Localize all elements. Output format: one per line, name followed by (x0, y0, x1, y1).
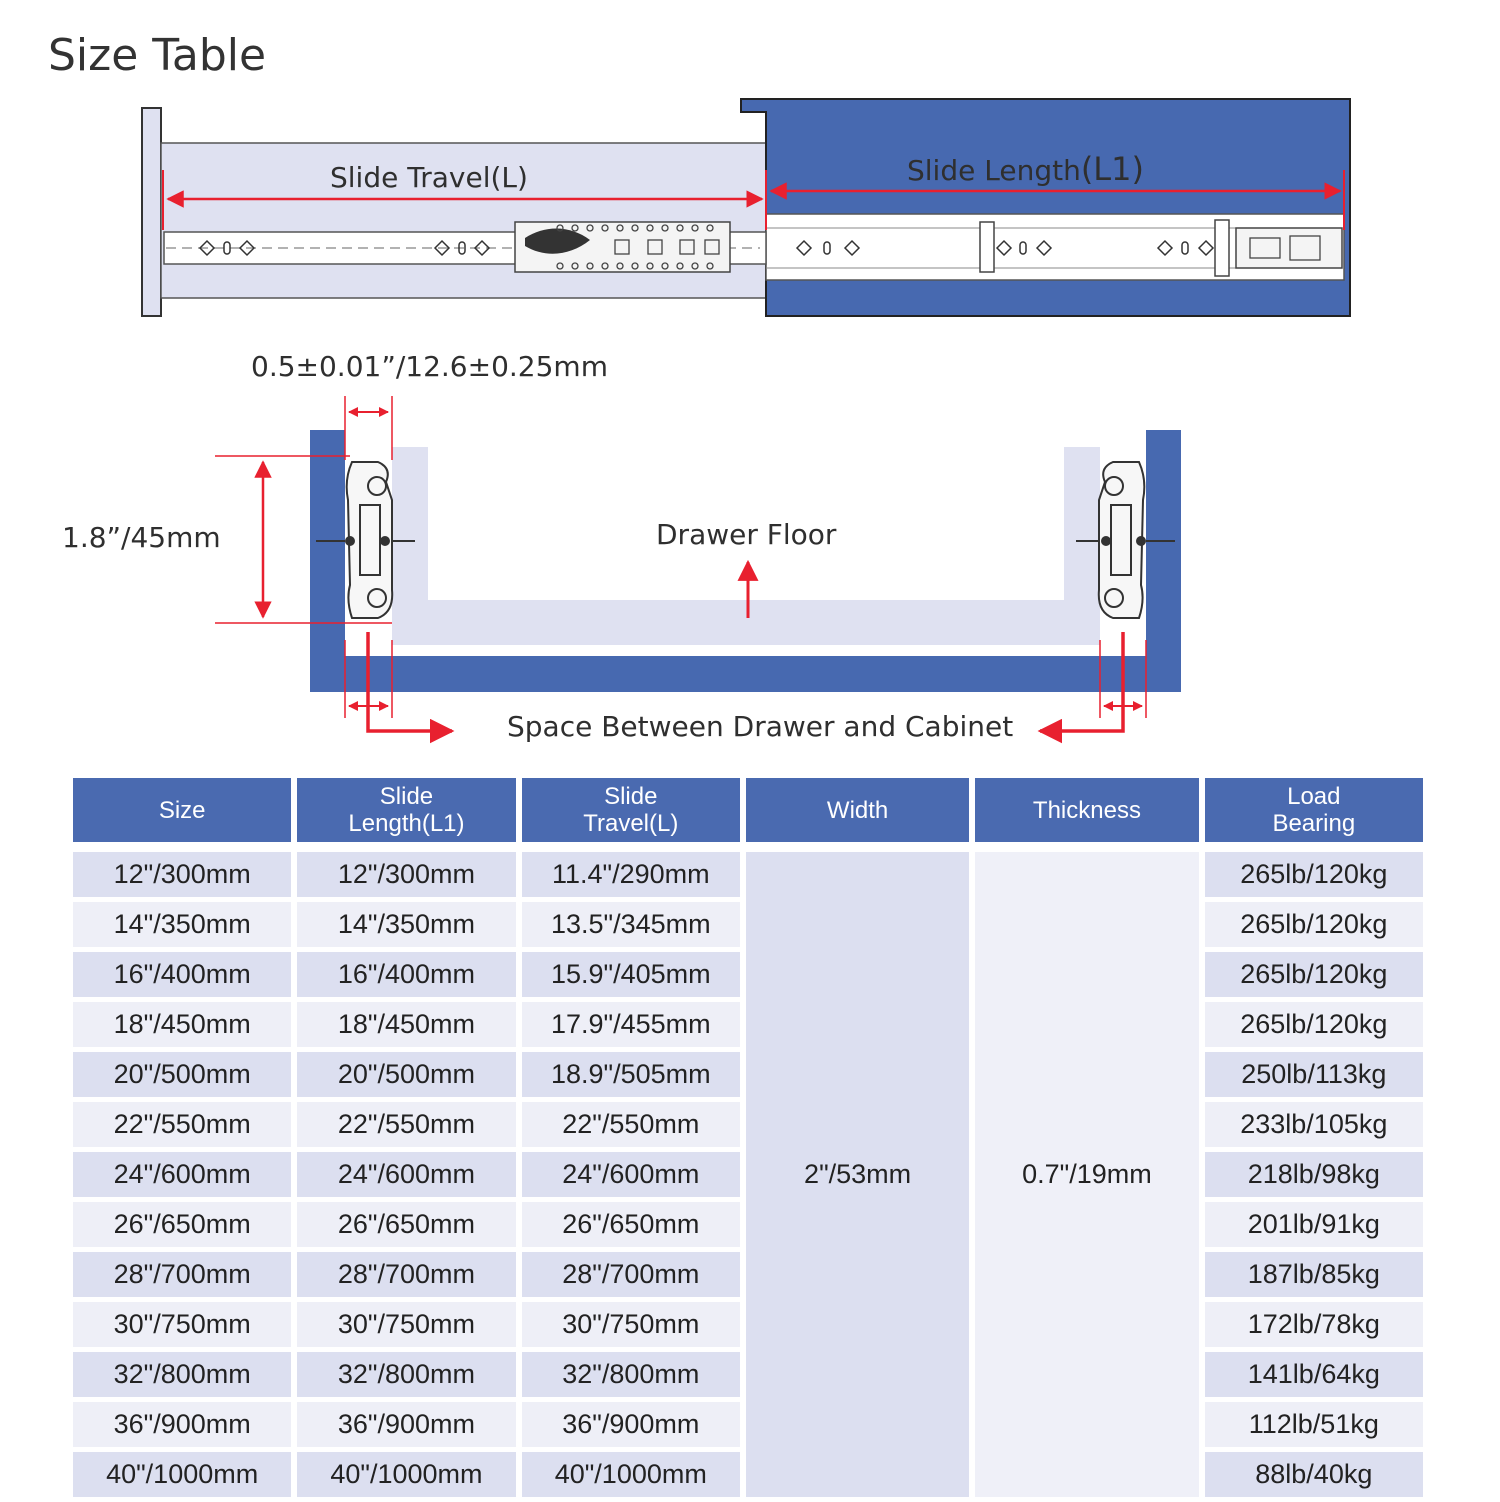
cell-length: 40"/1000mm (297, 1452, 516, 1497)
cell-load: 218lb/98kg (1204, 1152, 1423, 1197)
cell-travel: 26"/650mm (521, 1202, 740, 1247)
table-row: 12"/300mm 12"/300mm 11.4"/290mm 2"/53mm … (73, 852, 1423, 1497)
table-row: 32"/800mm 32"/800mm 32"/800mm 141lb/64kg (73, 1352, 1423, 1397)
cell-travel: 17.9"/455mm (521, 1002, 740, 1047)
cell-length: 12"/300mm (297, 852, 516, 897)
gap-dimension-label: 0.5±0.01”/12.6±0.25mm (251, 350, 608, 383)
top-view (141, 98, 1351, 317)
header-size: Size (73, 778, 292, 842)
height-dimension-label: 1.8”/45mm (62, 521, 221, 554)
cell-travel: 22"/550mm (521, 1102, 740, 1147)
cell-size: 16"/400mm (73, 952, 292, 997)
cell-size: 40"/1000mm (73, 1452, 292, 1497)
drawer-floor-label: Drawer Floor (656, 518, 837, 551)
cell-load: 88lb/40kg (1204, 1452, 1423, 1497)
cabinet-u (310, 430, 1181, 692)
table-row: 26"/650mm 26"/650mm 26"/650mm 201lb/91kg (73, 1202, 1423, 1247)
cell-length: 28"/700mm (297, 1252, 516, 1297)
cell-size: 32"/800mm (73, 1352, 292, 1397)
cell-length: 24"/600mm (297, 1152, 516, 1197)
space-pointer-left (366, 632, 455, 744)
cell-load: 265lb/120kg (1204, 852, 1423, 897)
cell-travel: 11.4"/290mm (521, 852, 740, 897)
cell-load: 265lb/120kg (1204, 1002, 1423, 1047)
page-title: Size Table (48, 30, 267, 81)
slide-travel-label: Slide Travel(L) (330, 161, 528, 194)
table-row: 24"/600mm 24"/600mm 24"/600mm 218lb/98kg (73, 1152, 1423, 1197)
drawer-u (392, 447, 1100, 645)
left-slide-profile (316, 461, 415, 619)
release-lever (525, 228, 590, 254)
table-row: 28"/700mm 28"/700mm 28"/700mm 187lb/85kg (73, 1252, 1423, 1297)
slide-length-label: Slide Length(L1) (907, 150, 1144, 188)
cell-size: 26"/650mm (73, 1202, 292, 1247)
table-row: 20"/500mm 20"/500mm 18.9"/505mm 250lb/11… (73, 1052, 1423, 1097)
table-row: 40"/1000mm 40"/1000mm 40"/1000mm 88lb/40… (73, 1452, 1423, 1497)
cell-travel: 32"/800mm (521, 1352, 740, 1397)
cell-load: 172lb/78kg (1204, 1302, 1423, 1347)
cell-travel: 18.9"/505mm (521, 1052, 740, 1097)
cell-length: 16"/400mm (297, 952, 516, 997)
table-row: 14"/350mm 14"/350mm 13.5"/345mm 265lb/12… (73, 902, 1423, 947)
cell-load: 233lb/105kg (1204, 1102, 1423, 1147)
cell-load: 201lb/91kg (1204, 1202, 1423, 1247)
cell-width: 2"/53mm (745, 852, 970, 1497)
table-row: 30"/750mm 30"/750mm 30"/750mm 172lb/78kg (73, 1302, 1423, 1347)
space-between-label: Space Between Drawer and Cabinet (507, 710, 1014, 743)
mounting-holes (198, 239, 1215, 257)
header-thickness: Thickness (975, 778, 1199, 842)
cell-travel: 40"/1000mm (521, 1452, 740, 1497)
cell-travel: 28"/700mm (521, 1252, 740, 1297)
cell-size: 18"/450mm (73, 1002, 292, 1047)
header-width: Width (745, 778, 970, 842)
cell-travel: 30"/750mm (521, 1302, 740, 1347)
table-row: 16"/400mm 16"/400mm 15.9"/405mm 265lb/12… (73, 952, 1423, 997)
table-row: 22"/550mm 22"/550mm 22"/550mm 233lb/105k… (73, 1102, 1423, 1147)
cell-size: 28"/700mm (73, 1252, 292, 1297)
space-pointer-right (1037, 632, 1125, 744)
slide-length-suffix: (L1) (1080, 150, 1144, 188)
cell-load: 250lb/113kg (1204, 1052, 1423, 1097)
cell-length: 22"/550mm (297, 1102, 516, 1147)
cell-size: 12"/300mm (73, 852, 292, 897)
rear-bracket (1235, 227, 1343, 269)
cell-length: 30"/750mm (297, 1302, 516, 1347)
cell-load: 265lb/120kg (1204, 902, 1423, 947)
cell-load: 265lb/120kg (1204, 952, 1423, 997)
cell-travel: 24"/600mm (521, 1152, 740, 1197)
cell-length: 36"/900mm (297, 1402, 516, 1447)
cell-load: 112lb/51kg (1204, 1402, 1423, 1447)
drawer-front (141, 107, 162, 317)
cell-size: 14"/350mm (73, 902, 292, 947)
cell-load: 141lb/64kg (1204, 1352, 1423, 1397)
cabinet-side (740, 98, 1351, 317)
cell-size: 30"/750mm (73, 1302, 292, 1347)
cell-length: 18"/450mm (297, 1002, 516, 1047)
cell-size: 22"/550mm (73, 1102, 292, 1147)
right-slide-profile (1076, 461, 1175, 619)
cell-length: 20"/500mm (297, 1052, 516, 1097)
cell-travel: 15.9"/405mm (521, 952, 740, 997)
slide-length-text: Slide Length (907, 154, 1081, 187)
cell-thickness: 0.7"/19mm (975, 852, 1199, 1497)
cell-load: 187lb/85kg (1204, 1252, 1423, 1297)
cell-travel: 36"/900mm (521, 1402, 740, 1447)
cell-length: 14"/350mm (297, 902, 516, 947)
cell-size: 20"/500mm (73, 1052, 292, 1097)
table-row: 36"/900mm 36"/900mm 36"/900mm 112lb/51kg (73, 1402, 1423, 1447)
cell-size: 24"/600mm (73, 1152, 292, 1197)
slide-diagram (141, 98, 1351, 744)
table-row: 18"/450mm 18"/450mm 17.9"/455mm 265lb/12… (73, 1002, 1423, 1047)
cell-size: 36"/900mm (73, 1402, 292, 1447)
cell-length: 32"/800mm (297, 1352, 516, 1397)
cell-length: 26"/650mm (297, 1202, 516, 1247)
cell-travel: 13.5"/345mm (521, 902, 740, 947)
cross-section (215, 396, 1181, 744)
